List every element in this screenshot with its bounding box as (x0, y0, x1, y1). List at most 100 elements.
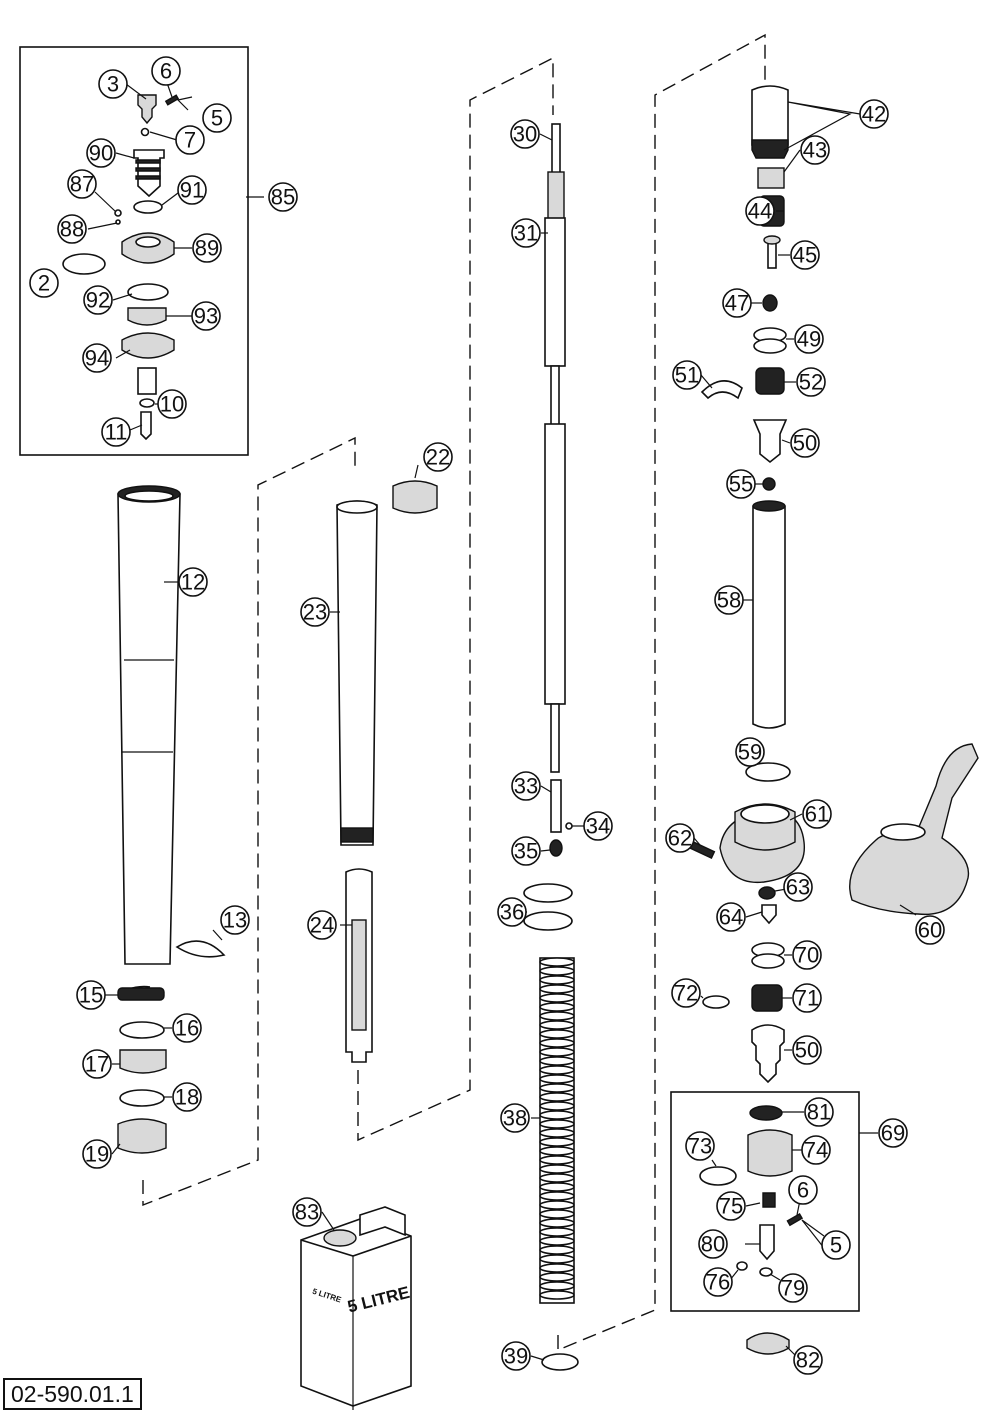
spring-coil (539, 1029, 575, 1039)
svg-text:31: 31 (514, 221, 538, 246)
svg-text:30: 30 (513, 122, 537, 147)
svg-text:35: 35 (514, 839, 538, 864)
svg-text:43: 43 (803, 138, 827, 163)
callout-45: 45 (790, 240, 820, 270)
callout-55: 55 (726, 469, 756, 499)
svg-text:15: 15 (79, 983, 103, 1008)
fork-spring-coils (539, 957, 575, 1300)
svg-text:13: 13 (223, 908, 247, 933)
callout-73: 73 (685, 1131, 715, 1161)
svg-text:52: 52 (799, 370, 823, 395)
callout-74: 74 (801, 1135, 831, 1165)
callout-52: 52 (796, 367, 826, 397)
assembly-guide-lines (142, 33, 766, 1352)
spring-coil (539, 1182, 575, 1192)
callout-60: 60 (915, 915, 945, 945)
callout-71: 71 (792, 983, 822, 1013)
spring-coil (539, 1155, 575, 1165)
callout-22: 22 (423, 442, 453, 472)
spring-coil (539, 1011, 575, 1021)
svg-text:76: 76 (706, 1270, 730, 1295)
callout-5-lower: 5 (821, 1230, 851, 1260)
callout-42: 42 (859, 99, 889, 129)
callout-10: 10 (157, 389, 187, 419)
callout-38: 38 (500, 1103, 530, 1133)
spring-coil (539, 1227, 575, 1237)
callout-63: 63 (783, 872, 813, 902)
callout-58: 58 (714, 585, 744, 615)
callout-16: 16 (172, 1013, 202, 1043)
svg-text:85: 85 (271, 185, 295, 210)
callout-17: 17 (82, 1049, 112, 1079)
callout-79: 79 (778, 1273, 808, 1303)
svg-text:24: 24 (310, 913, 334, 938)
spring-coil (539, 1191, 575, 1201)
svg-text:5: 5 (211, 106, 223, 131)
spring-coil (539, 1119, 575, 1129)
callout-62: 62 (665, 823, 695, 853)
callout-50: 50 (790, 428, 820, 458)
svg-text:71: 71 (795, 986, 819, 1011)
svg-text:16: 16 (175, 1016, 199, 1041)
svg-text:49: 49 (797, 327, 821, 352)
callout-11: 11 (101, 417, 131, 447)
spring-coil (539, 1065, 575, 1075)
callouts: 3 6 5 7 90 87 91 85 88 89 2 92 93 94 10 … (29, 56, 945, 1375)
spring-coil (539, 966, 575, 976)
svg-text:62: 62 (668, 826, 692, 851)
callout-70: 70 (792, 940, 822, 970)
svg-text:39: 39 (504, 1344, 528, 1369)
inner-tube-assembly (336, 480, 438, 1063)
svg-text:89: 89 (195, 236, 219, 261)
callout-2: 2 (29, 268, 59, 298)
spring-coil (539, 1290, 575, 1300)
spring-coil (539, 1263, 575, 1273)
callout-85: 85 (268, 182, 298, 212)
callout-72: 72 (671, 978, 701, 1008)
callout-64: 64 (716, 902, 746, 932)
svg-text:11: 11 (105, 420, 128, 445)
svg-text:79: 79 (781, 1276, 805, 1301)
spring-coil (539, 1038, 575, 1048)
spring-coil (539, 1272, 575, 1282)
callout-61: 61 (802, 799, 832, 829)
svg-text:44: 44 (748, 199, 772, 224)
svg-text:2: 2 (38, 271, 50, 296)
callout-50-lower: 50 (792, 1035, 822, 1065)
spring-coil (539, 1218, 575, 1228)
spring-coil (539, 1281, 575, 1291)
svg-text:36: 36 (500, 900, 524, 925)
spring-coil (539, 1002, 575, 1012)
svg-text:3: 3 (107, 72, 119, 97)
callout-13: 13 (220, 905, 250, 935)
callout-81: 81 (804, 1097, 834, 1127)
callout-94: 94 (82, 343, 112, 373)
callout-69: 69 (878, 1118, 908, 1148)
spring-coil (539, 1128, 575, 1138)
callout-59: 59 (735, 737, 765, 767)
callout-93: 93 (191, 301, 221, 331)
spring-coil (539, 1146, 575, 1156)
spring-coil (539, 1056, 575, 1066)
callout-47: 47 (722, 288, 752, 318)
svg-text:6: 6 (797, 1178, 809, 1203)
svg-text:34: 34 (586, 814, 610, 839)
subassembly-85-parts (62, 94, 180, 441)
svg-text:23: 23 (303, 600, 327, 625)
spring-coil (539, 1137, 575, 1147)
spring-coil (539, 984, 575, 994)
svg-text:58: 58 (717, 588, 741, 613)
callout-76: 76 (703, 1267, 733, 1297)
svg-text:59: 59 (738, 740, 762, 765)
outer-tube-assembly (117, 485, 226, 1154)
svg-text:80: 80 (701, 1232, 725, 1257)
damper-cartridge-assembly (523, 123, 579, 1371)
callout-6-lower: 6 (788, 1175, 818, 1205)
svg-text:60: 60 (918, 918, 942, 943)
spring-coil (539, 1083, 575, 1093)
callout-44: 44 (745, 196, 775, 226)
svg-text:10: 10 (160, 392, 184, 417)
callout-88: 88 (57, 214, 87, 244)
svg-text:38: 38 (503, 1106, 527, 1131)
callout-91: 91 (177, 175, 207, 205)
